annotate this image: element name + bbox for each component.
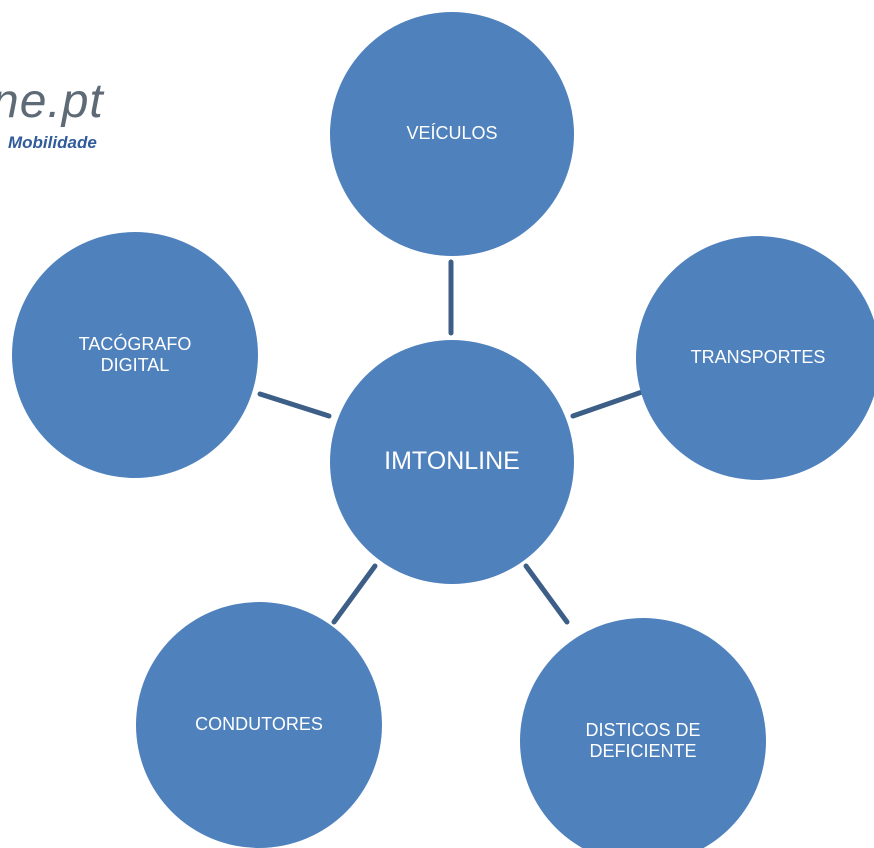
node-veiculos-label: VEÍCULOS bbox=[406, 123, 498, 144]
node-condutores: CONDUTORES bbox=[136, 602, 382, 848]
connector-disticos bbox=[523, 563, 570, 625]
connector-transportes bbox=[570, 389, 645, 419]
node-transportes-label: TRANSPORTES bbox=[690, 347, 826, 368]
connector-tacografo bbox=[257, 391, 332, 419]
node-veiculos: VEÍCULOS bbox=[330, 12, 574, 256]
node-tacografo-digital: TACÓGRAFO DIGITAL bbox=[12, 232, 258, 478]
node-disticos-de-deficiente: DISTICOS DE DEFICIENTE bbox=[520, 618, 766, 848]
node-disticos-label: DISTICOS DE DEFICIENTE bbox=[585, 719, 701, 761]
logo-subtitle: Mobilidade bbox=[8, 133, 97, 152]
node-transportes: TRANSPORTES bbox=[636, 236, 874, 480]
logo-main-text: ne.pt bbox=[0, 75, 104, 128]
connector-condutores bbox=[331, 563, 378, 625]
imtonline-logo: ne.pt Mobilidade bbox=[0, 58, 182, 178]
node-condutores-label: CONDUTORES bbox=[195, 714, 323, 735]
node-tacografo-label: TACÓGRAFO DIGITAL bbox=[78, 333, 192, 375]
node-imtonline-center: IMTONLINE bbox=[330, 340, 574, 584]
node-imtonline-label: IMTONLINE bbox=[384, 447, 520, 476]
